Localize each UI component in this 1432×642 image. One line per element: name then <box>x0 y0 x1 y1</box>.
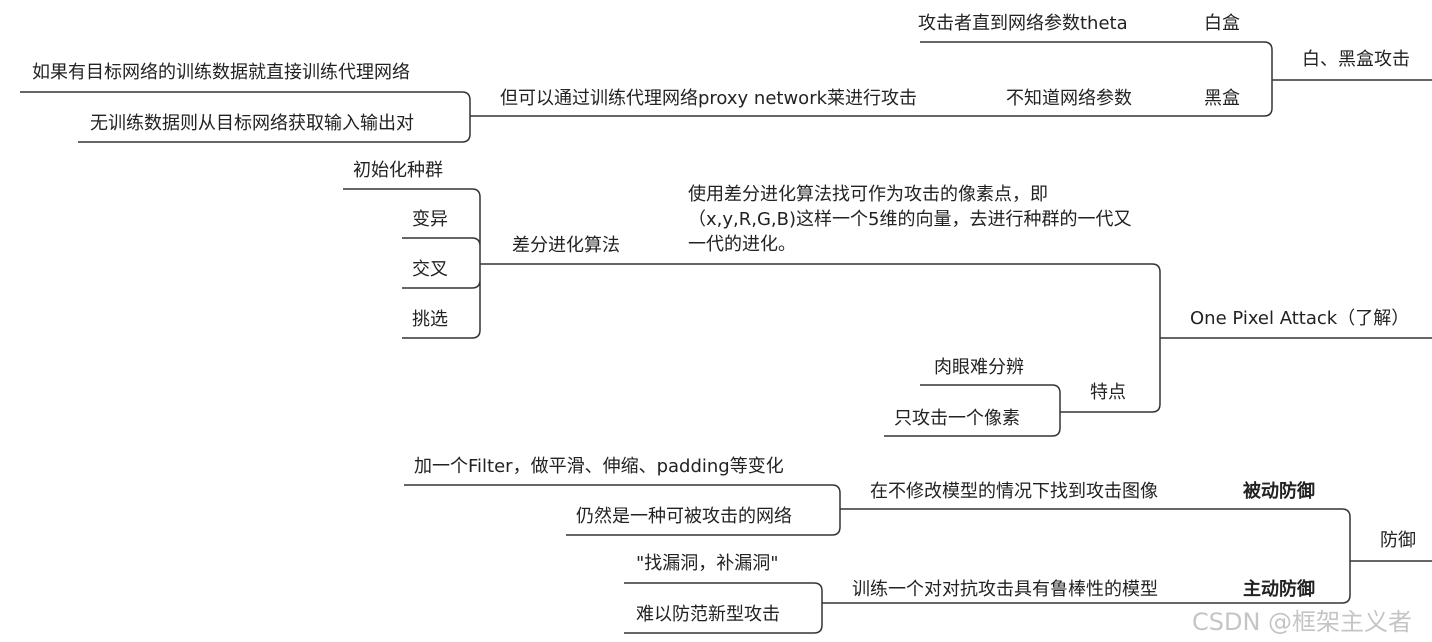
node-init-pop[interactable]: 初始化种群 <box>353 160 443 181</box>
node-feature-1[interactable]: 肉眼难分辨 <box>934 357 1024 378</box>
node-active[interactable]: 主动防御 <box>1243 579 1315 600</box>
node-feature-2[interactable]: 只攻击一个像素 <box>894 408 1020 429</box>
node-diff-evo-desc[interactable]: 使用差分进化算法找可作为攻击的像素点，即（x,y,R,G,B)这样一个5维的向量… <box>688 184 1132 255</box>
node-proxy-child-2[interactable]: 无训练数据则从目标网络获取输入输出对 <box>90 113 414 134</box>
node-black-box[interactable]: 黑盒 <box>1204 88 1240 109</box>
connector-passive-children <box>404 484 841 536</box>
node-active-child-2[interactable]: 难以防范新型攻击 <box>636 604 780 625</box>
node-white-box[interactable]: 白盒 <box>1204 13 1240 34</box>
node-one-pixel[interactable]: One Pixel Attack（了解） <box>1190 308 1410 329</box>
node-passive[interactable]: 被动防御 <box>1243 481 1315 502</box>
node-features[interactable]: 特点 <box>1090 382 1126 403</box>
connector-evolution-steps <box>343 188 481 339</box>
node-passive-child-1[interactable]: 加一个Filter，做平滑、伸缩、padding等变化 <box>414 456 784 477</box>
connector-root-whitebox <box>470 41 1432 117</box>
node-crossover[interactable]: 交叉 <box>412 259 448 280</box>
node-white-black-box[interactable]: 白、黑盒攻击 <box>1302 49 1410 70</box>
node-black-box-desc[interactable]: 不知道网络参数 <box>1006 88 1132 109</box>
node-proxy[interactable]: 但可以通过训练代理网络proxy network莱进行攻击 <box>500 88 918 109</box>
node-selection[interactable]: 挑选 <box>412 309 448 330</box>
node-passive-desc[interactable]: 在不修改模型的情况下找到攻击图像 <box>870 481 1158 502</box>
node-active-desc[interactable]: 训练一个对对抗攻击具有鲁棒性的模型 <box>852 579 1158 600</box>
connector-proxy-children <box>20 91 471 143</box>
connector-onepixel <box>480 263 1432 413</box>
watermark: CSDN @框架主义者 <box>1192 608 1413 636</box>
connector-defense <box>822 508 1432 604</box>
node-proxy-child-1[interactable]: 如果有目标网络的训练数据就直接训练代理网络 <box>32 62 410 83</box>
node-passive-child-2[interactable]: 仍然是一种可被攻击的网络 <box>576 506 792 527</box>
node-diff-evo[interactable]: 差分进化算法 <box>512 235 620 256</box>
node-active-child-1[interactable]: "找漏洞，补漏洞" <box>636 553 779 574</box>
node-white-box-desc[interactable]: 攻击者直到网络参数theta <box>918 13 1128 34</box>
connector-active-children <box>624 582 823 634</box>
node-defense[interactable]: 防御 <box>1380 530 1416 551</box>
connector-features <box>884 384 1061 437</box>
node-mutation[interactable]: 变异 <box>412 209 448 230</box>
